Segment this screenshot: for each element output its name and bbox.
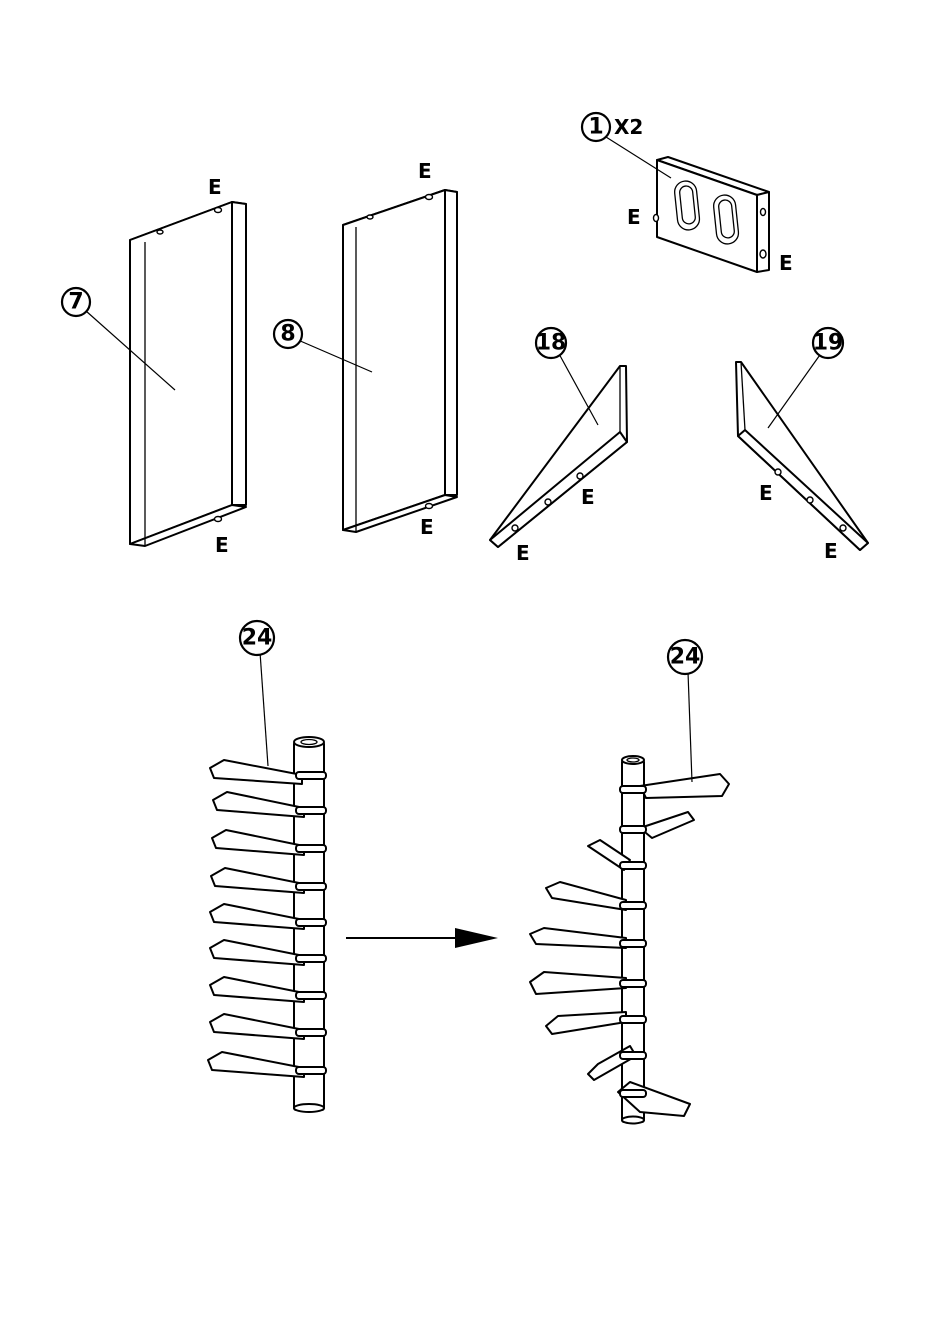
hole-label-e: E (516, 541, 530, 565)
stair-spiral: 24 (530, 640, 729, 1124)
part-bubble-8: 8 (274, 320, 302, 348)
part-number: 7 (68, 290, 83, 315)
screw-hole (512, 525, 518, 531)
part-bubble-24: 24 (240, 621, 274, 655)
hole-label-e: E (215, 533, 229, 557)
dowel-hole (215, 208, 222, 213)
dowel-hole (654, 215, 659, 222)
stair-stacked: 24 (208, 621, 326, 1112)
part-bubble-1: 1 (582, 113, 610, 141)
quantity-label: X2 (614, 115, 643, 139)
panel-8: E E 8 (274, 159, 457, 539)
part-number: 1 (588, 115, 603, 140)
part-bubble-24: 24 (668, 640, 702, 674)
screw-hole (577, 473, 583, 479)
part-number: 18 (536, 331, 567, 356)
screw-hole (840, 525, 846, 531)
dowel-hole (157, 230, 163, 234)
dowel-hole (760, 250, 766, 258)
hole-label-e: E (208, 175, 222, 199)
dowel-hole (761, 209, 766, 216)
hole-label-e: E (759, 481, 773, 505)
screw-hole (775, 469, 781, 475)
hole-label-e: E (581, 485, 595, 509)
dowel-hole (215, 517, 222, 522)
part-bubble-18: 18 (536, 328, 567, 358)
direction-arrow (346, 928, 498, 948)
screw-hole (807, 497, 813, 503)
hole-label-e: E (779, 251, 793, 275)
dowel-hole (367, 215, 373, 219)
hole-label-e: E (418, 159, 432, 183)
dowel-hole (426, 195, 433, 200)
hole-label-e: E (824, 539, 838, 563)
hole-label-e: E (627, 205, 641, 229)
part-number: 19 (813, 331, 844, 356)
dowel-hole (426, 504, 433, 509)
screw-hole (545, 499, 551, 505)
part-bubble-19: 19 (813, 328, 844, 358)
part-number: 24 (670, 645, 701, 670)
bracket-19: E E 19 (736, 328, 868, 563)
bracket-18: E E 18 (490, 328, 627, 565)
part-number: 24 (242, 626, 273, 651)
hole-label-e: E (420, 515, 434, 539)
panel-1: E E 1 X2 (582, 113, 793, 275)
panel-7: E E 7 (62, 175, 246, 557)
part-bubble-7: 7 (62, 288, 90, 316)
part-number: 8 (280, 322, 295, 347)
